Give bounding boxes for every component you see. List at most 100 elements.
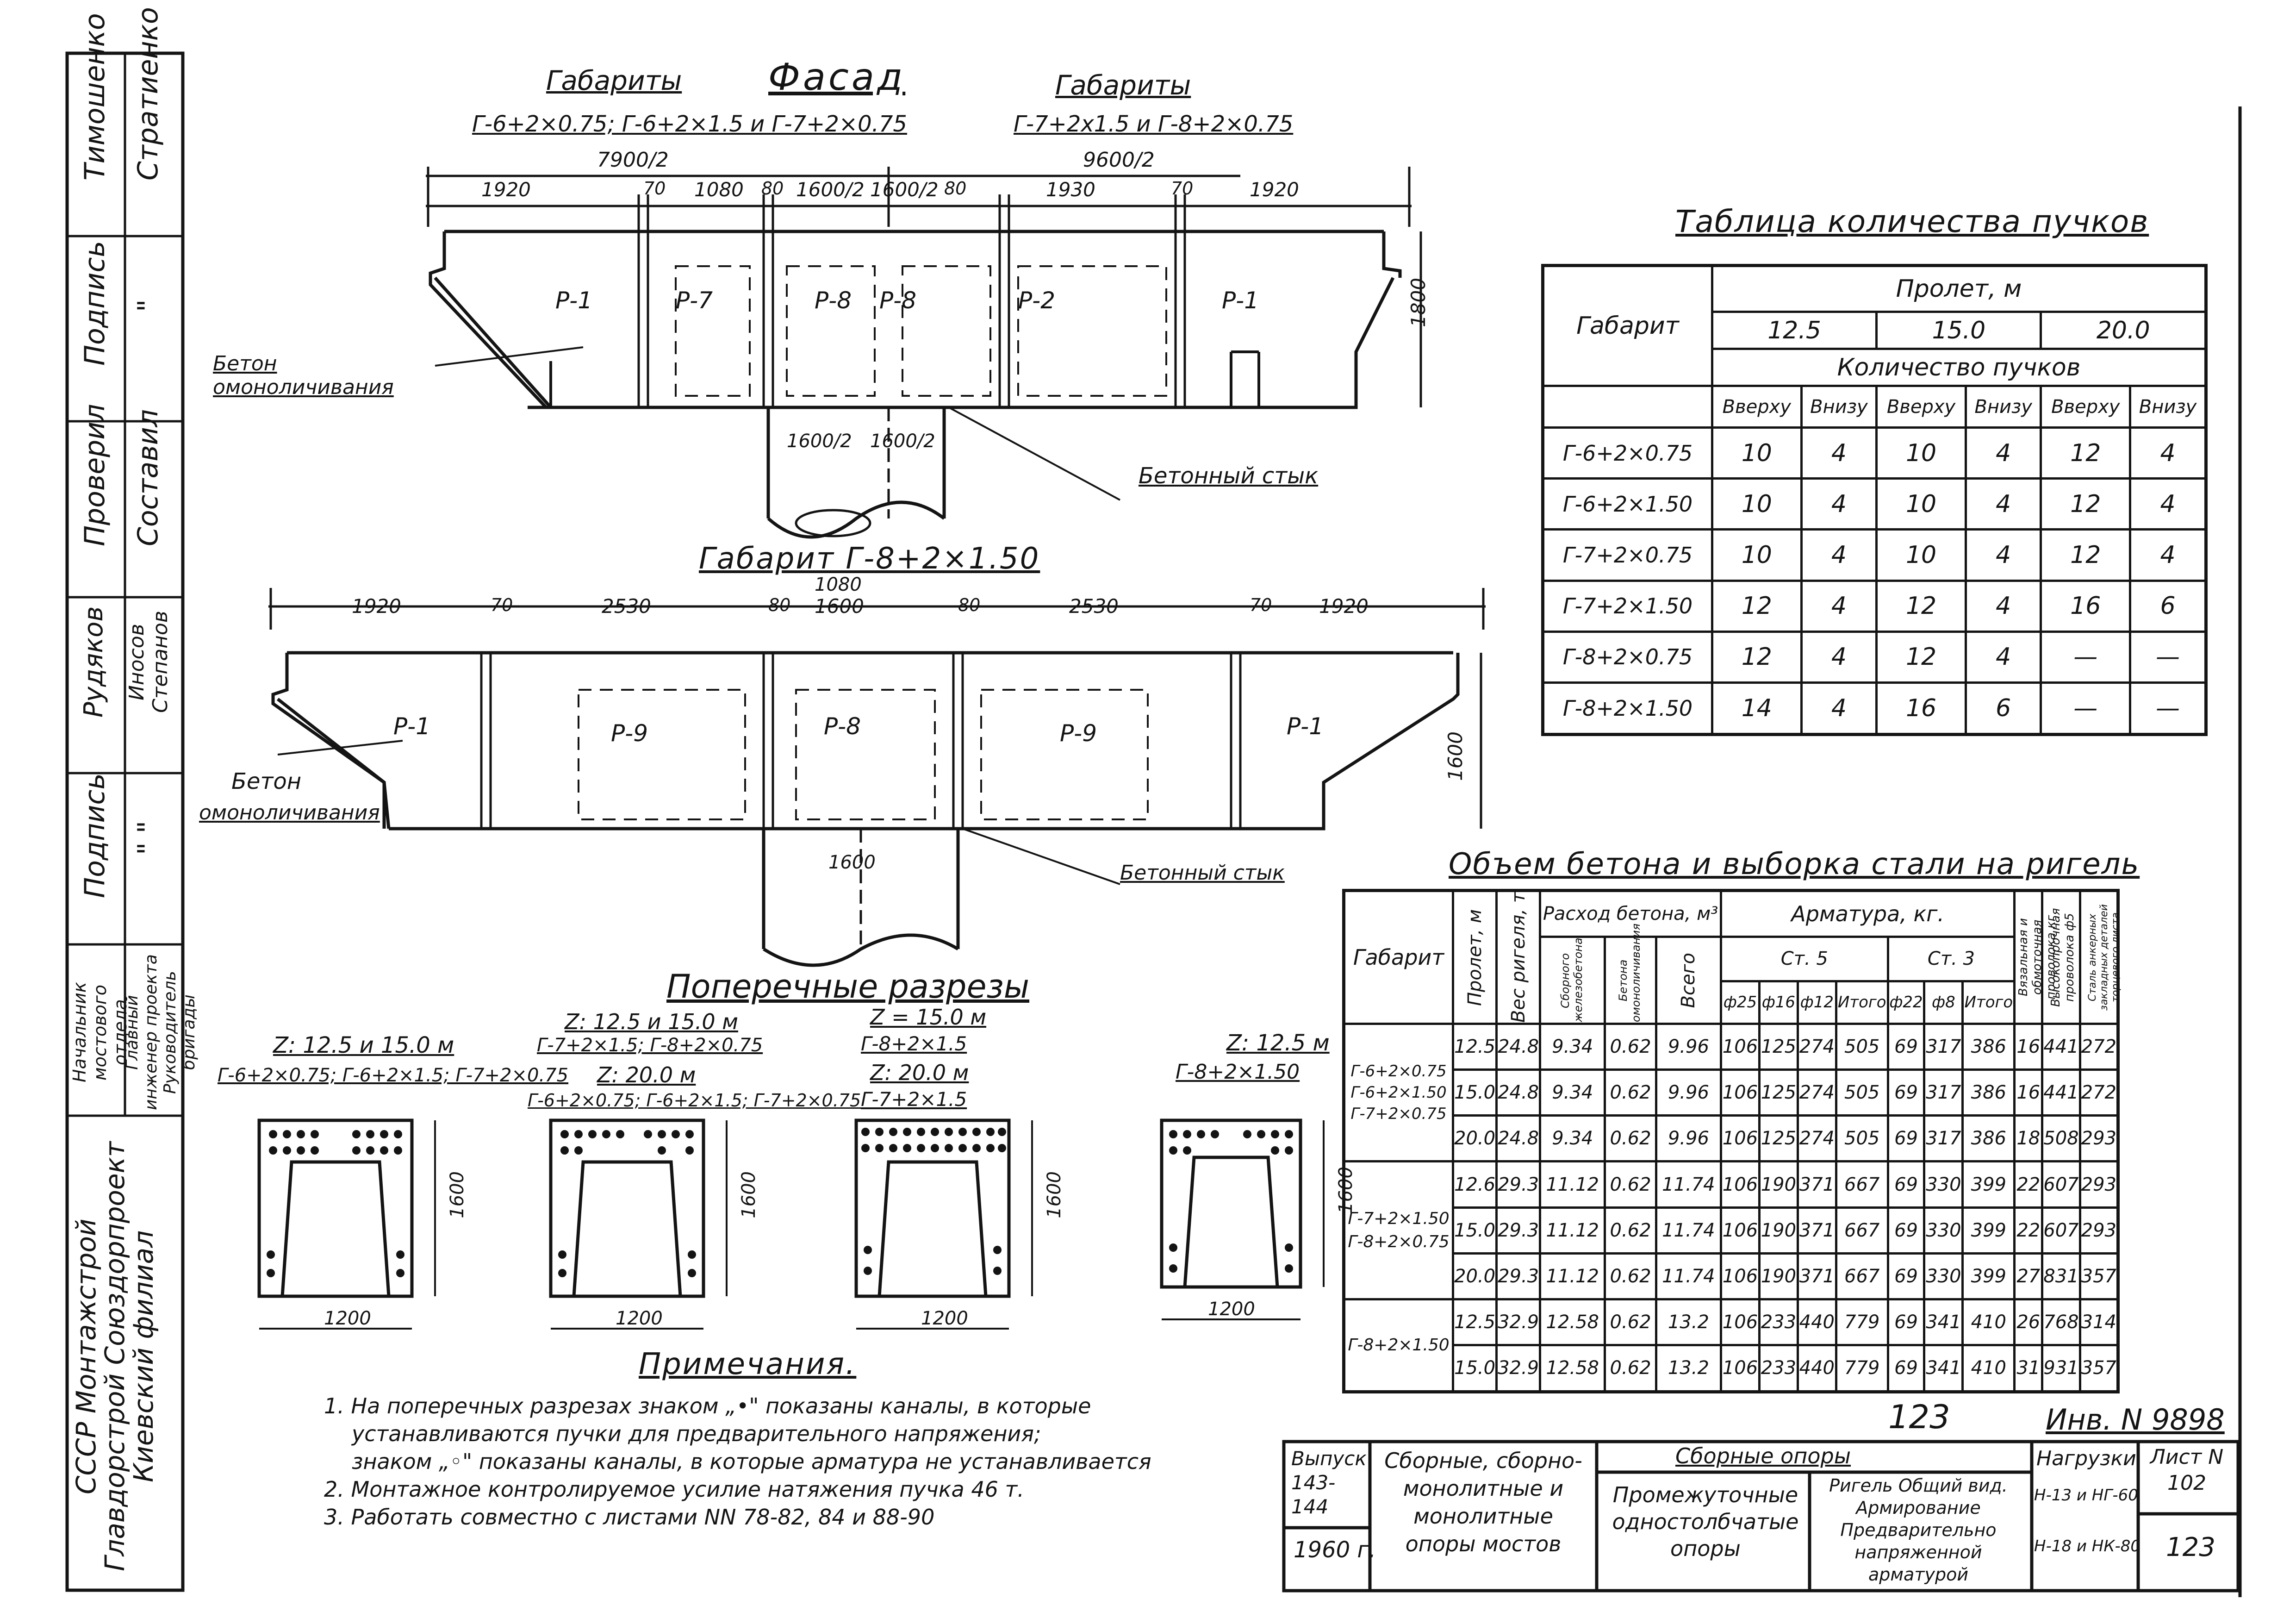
- steel-cell: 69: [1886, 1252, 1926, 1300]
- steel-cell: 31: [2013, 1343, 2044, 1393]
- section4-l1: Z: 12.5 м: [1226, 1030, 1330, 1056]
- steel-h-st5-sub-3: ф12: [1796, 980, 1837, 1025]
- bundles-cell: 4: [2129, 426, 2207, 480]
- steel-cell: 505: [1835, 1023, 1889, 1071]
- stamp-sign-3: Подпись: [79, 773, 111, 898]
- steel-cell: 607: [2041, 1160, 2081, 1209]
- steel-cell: 0.62: [1604, 1114, 1657, 1163]
- steel-h-concrete: Расход бетона, м³: [1539, 889, 1723, 938]
- steel-cell: 22: [2013, 1160, 2044, 1209]
- facade-col-dim-2: 1600/2: [870, 431, 935, 452]
- steel-h-st3-sub-2: ф8: [1923, 980, 1964, 1025]
- steel-cell: 0.62: [1604, 1160, 1657, 1209]
- side-stamp-frame: [65, 51, 185, 1592]
- inventory-number: Инв. N 9898: [2046, 1403, 2225, 1437]
- bundles-row: Г-7+2×0.75 10 4 10 4 12 4: [1542, 528, 2207, 582]
- bundles-sub-2: Внизу: [1800, 385, 1878, 429]
- facade-dim-5: 1600/2: [796, 178, 865, 201]
- bundles-cell: 14: [1711, 681, 1803, 736]
- steel-cell: 274: [1796, 1023, 1837, 1071]
- bundles-cell: 4: [1964, 477, 2042, 531]
- steel-cell: 27: [2013, 1252, 2044, 1300]
- notes-title: Примечания.: [639, 1347, 857, 1381]
- facade-gab-right-title: Габариты: [1055, 69, 1191, 101]
- bundles-cell: 16: [1875, 681, 1967, 736]
- steel-cell: 69: [1886, 1206, 1926, 1255]
- gabarit2-note-left-2: омоноличивания: [199, 801, 380, 824]
- steel-cell: 440: [1796, 1343, 1837, 1393]
- steel-cell: 24.8: [1495, 1114, 1542, 1163]
- steel-cell: 357: [2078, 1252, 2120, 1300]
- bundles-cell: 4: [1964, 579, 2042, 633]
- bundles-sub-4: Внизу: [1964, 385, 2042, 429]
- steel-cell: 13.2: [1655, 1343, 1723, 1393]
- section2-l4: Г-6+2×0.75; Г-6+2×1.5; Г-7+2×0.75: [528, 1090, 861, 1111]
- title-year: 1960 г.: [1294, 1537, 1376, 1563]
- steel-cell: 9.34: [1539, 1023, 1606, 1071]
- facade-col-dim-1: 1600/2: [787, 431, 852, 452]
- bundles-cell: 16: [2040, 579, 2132, 633]
- bundles-cell: Г-6+2×1.50: [1542, 477, 1713, 531]
- bundles-cell: 4: [1800, 426, 1878, 480]
- steel-h-conc-1-text: Сборного железобетона: [1558, 937, 1585, 1022]
- bundles-cell: 12: [1875, 630, 1967, 684]
- steel-cell: 106: [1720, 1206, 1761, 1255]
- steel-gab-line: Г-7+2×0.75: [1350, 1105, 1447, 1124]
- facade-label-5: Р-2: [1018, 287, 1056, 314]
- steel-h-st5-sub-1: ф25: [1720, 980, 1761, 1025]
- title-vypusk: Выпуск 143-144: [1291, 1447, 1367, 1518]
- steel-h-st3-sub-3: Итого: [1961, 980, 2016, 1025]
- steel-cell: 125: [1758, 1068, 1799, 1117]
- steel-cell: 330: [1923, 1252, 1964, 1300]
- bundles-table-title: Таблица количества пучков: [1675, 204, 2149, 239]
- steel-h-weight-text: Вес ригеля, т: [1507, 892, 1529, 1023]
- facade-label-1: Р-1: [555, 287, 593, 314]
- gabarit2-label-3: Р-8: [824, 713, 861, 740]
- steel-cell: 106: [1720, 1298, 1761, 1346]
- steel-cell: 272: [2078, 1023, 2120, 1071]
- steel-cell: 29.3: [1495, 1206, 1542, 1255]
- steel-cell: 410: [1961, 1298, 2016, 1346]
- steel-cell: 12.58: [1539, 1343, 1606, 1393]
- section1-h: 1600: [447, 1171, 468, 1218]
- bundles-cell: —: [2040, 681, 2132, 736]
- steel-h-st5: Ст. 5: [1720, 936, 1889, 982]
- steel-table-title: Объем бетона и выборка стали на ригель: [1449, 847, 2140, 881]
- bundles-h-gabarit: Габарит: [1542, 264, 1713, 387]
- section3-l1: Z = 15.0 м: [870, 1005, 987, 1030]
- facade-dim-8: 1930: [1046, 178, 1095, 201]
- bundles-cell: —: [2129, 630, 2207, 684]
- stamp-dept-head: Начальник мостового отдела: [69, 982, 131, 1083]
- gabarit2-note-right: Бетонный стык: [1120, 861, 1285, 885]
- steel-cell: 69: [1886, 1114, 1926, 1163]
- steel-cell: 106: [1720, 1343, 1761, 1393]
- steel-cell: 32.9: [1495, 1343, 1542, 1393]
- bundles-cell: 6: [1964, 681, 2042, 736]
- steel-cell: 12.6: [1451, 1160, 1498, 1209]
- bundles-sub-6: Внизу: [2129, 385, 2207, 429]
- steel-cell: 69: [1886, 1160, 1926, 1209]
- bundles-row: Г-7+2×1.50 12 4 12 4 16 6: [1542, 579, 2207, 633]
- bundles-cell: 10: [1875, 426, 1967, 480]
- steel-cell: 505: [1835, 1068, 1889, 1117]
- bundles-span-1: 12.5: [1711, 311, 1878, 350]
- steel-cell: 399: [1961, 1160, 2016, 1209]
- steel-cell: 20.0: [1451, 1114, 1498, 1163]
- steel-cell: 11.12: [1539, 1160, 1606, 1209]
- facade-label-3: Р-8: [815, 287, 852, 314]
- bundles-span-2: 15.0: [1875, 311, 2042, 350]
- bundles-cell: —: [2040, 630, 2132, 684]
- facade-dim-6: 1600/2: [870, 178, 939, 201]
- steel-cell: 274: [1796, 1114, 1837, 1163]
- steel-cell: 15.0: [1451, 1206, 1498, 1255]
- facade-label-2: Р-7: [676, 287, 713, 314]
- title-type: Промежуточные одностолбчатые опоры: [1612, 1482, 1799, 1561]
- facade-title: Фасад: [768, 56, 906, 99]
- section2-w: 1200: [616, 1308, 663, 1329]
- steel-cell: 12.58: [1539, 1298, 1606, 1346]
- bundles-table: Габарит Пролет, м 12.5 15.0 20.0 Количес…: [1541, 264, 2208, 736]
- facade-half-right: 9600/2: [1083, 148, 1155, 172]
